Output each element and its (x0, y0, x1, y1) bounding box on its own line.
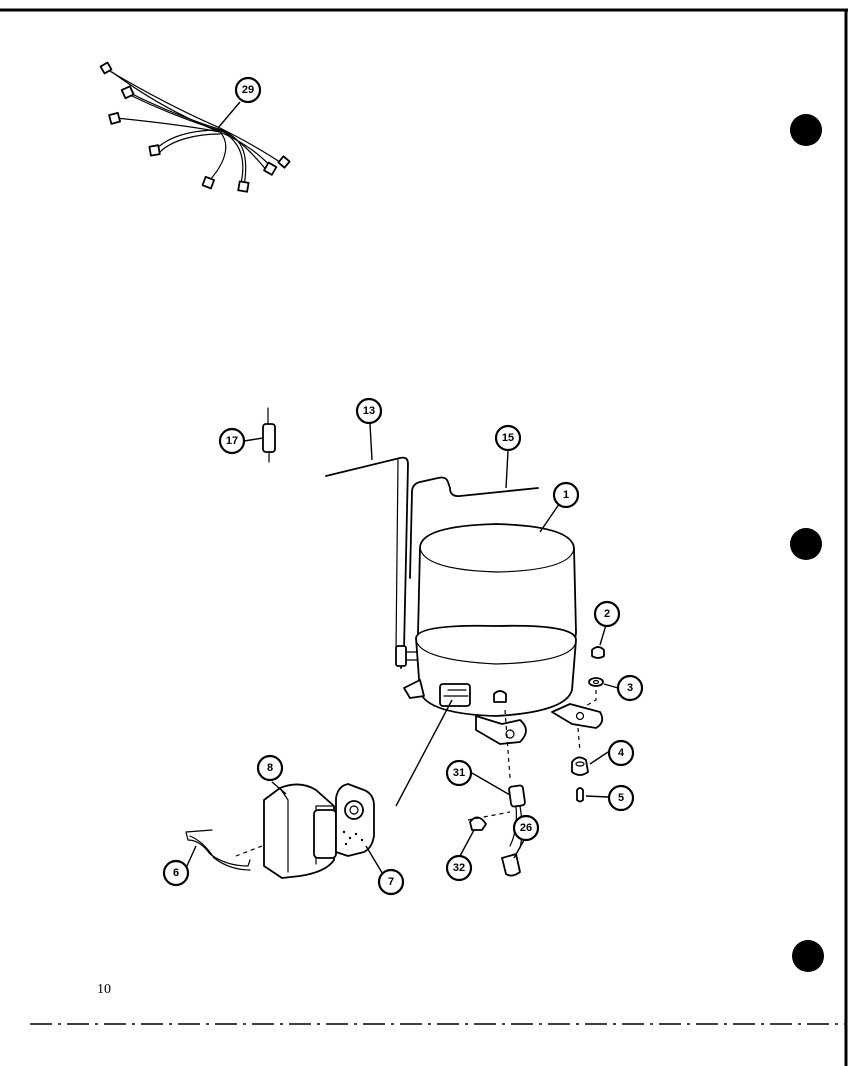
callout-29: 29 (234, 76, 262, 104)
callout-29-label: 29 (242, 84, 254, 96)
washer-part (588, 677, 604, 687)
page-number: 10 (97, 982, 111, 997)
callout-5-label: 5 (618, 792, 624, 804)
callout-2-label: 2 (604, 608, 610, 620)
callout-15: 15 (494, 424, 522, 452)
callout-13-label: 13 (363, 405, 375, 417)
callout-8-label: 8 (267, 762, 273, 774)
callout-6-label: 6 (173, 867, 179, 879)
suction-tube-part (325, 456, 419, 669)
callout-3-label: 3 (627, 682, 633, 694)
callout-7-label: 7 (388, 876, 394, 888)
callout-17: 17 (218, 427, 246, 455)
terminal-cover-part (469, 816, 487, 831)
callout-1: 1 (552, 481, 580, 509)
wire-nut-part (501, 853, 521, 877)
filter-drier-part (262, 407, 276, 463)
retaining-clip-part (185, 829, 251, 871)
callout-6: 6 (162, 859, 190, 887)
callout-32: 32 (445, 854, 473, 882)
grommet-part (591, 646, 605, 659)
callout-17-label: 17 (226, 435, 238, 447)
callout-15-label: 15 (502, 432, 514, 444)
callout-26: 26 (512, 814, 540, 842)
callout-4: 4 (607, 739, 635, 767)
relay-part (263, 783, 337, 879)
callout-3: 3 (616, 674, 644, 702)
callout-13: 13 (355, 397, 383, 425)
callout-32-label: 32 (453, 862, 465, 874)
callout-31-label: 31 (453, 767, 465, 779)
wiring-harness-part (99, 61, 291, 193)
mounting-grommet-part (571, 756, 589, 776)
callout-4-label: 4 (618, 747, 625, 759)
binder-hole-bottom (792, 940, 824, 972)
compressor-part (403, 523, 604, 745)
callout-1-label: 1 (563, 489, 569, 501)
binder-hole-middle (790, 528, 822, 560)
callout-31: 31 (445, 759, 473, 787)
sleeve-part (576, 787, 584, 803)
callout-26-label: 26 (520, 822, 532, 834)
binder-hole-top (790, 114, 822, 146)
mounting-bracket-part (335, 783, 375, 857)
callout-7: 7 (377, 868, 405, 896)
callout-2: 2 (593, 600, 621, 628)
callout-8: 8 (256, 754, 284, 782)
callout-5: 5 (607, 784, 635, 812)
